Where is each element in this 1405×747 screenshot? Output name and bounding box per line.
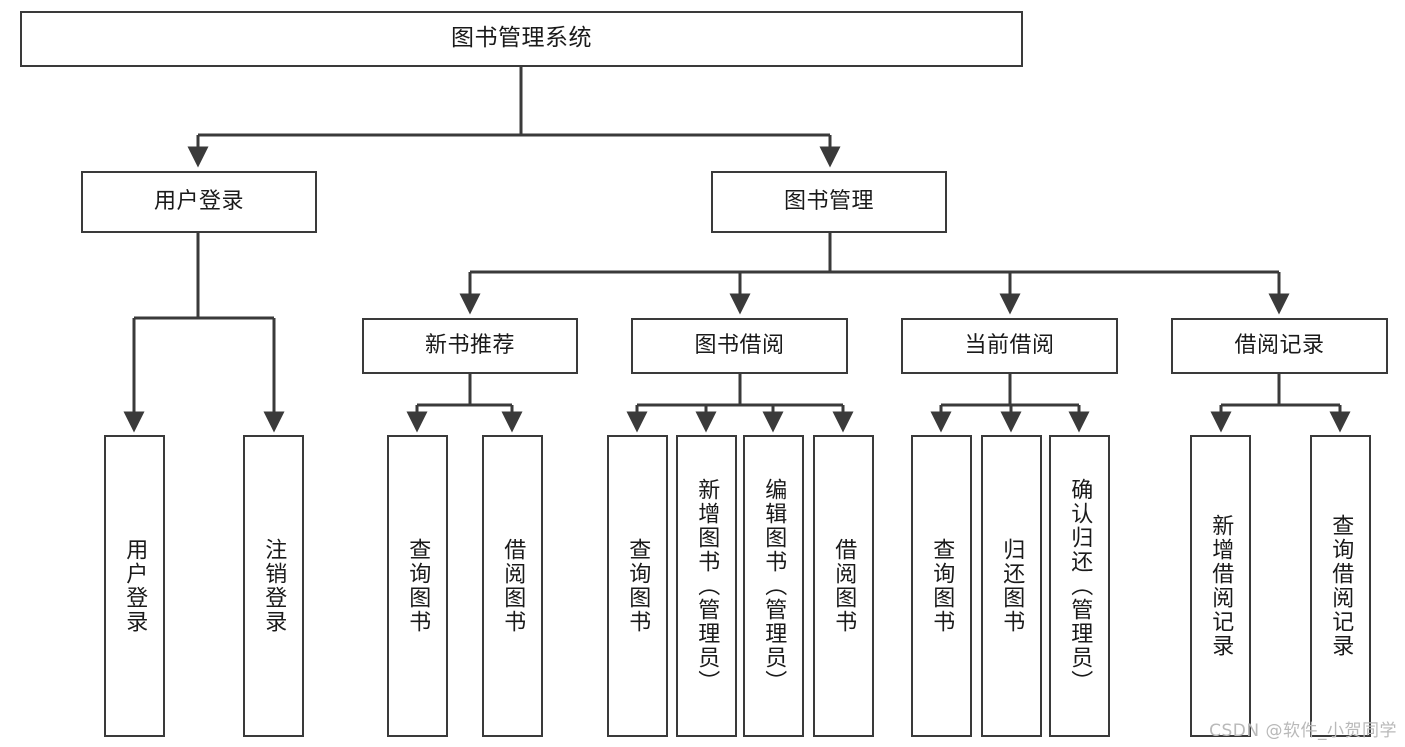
node-label: 查询图书: [625, 538, 651, 634]
node-current-borrow[interactable]: 当前借阅: [901, 318, 1118, 374]
node-label: 查询图书: [405, 538, 431, 634]
leaf-add-borrow-record[interactable]: 新增借阅记录: [1190, 435, 1251, 737]
node-label: 借阅图书: [831, 538, 857, 634]
node-new-book-recommend[interactable]: 新书推荐: [362, 318, 578, 374]
node-root-system[interactable]: 图书管理系统: [20, 11, 1023, 67]
node-label: 确认归还（管理员）: [1067, 478, 1093, 694]
node-label: 查询图书: [929, 538, 955, 634]
leaf-return-book[interactable]: 归还图书: [981, 435, 1042, 737]
node-label: 新增借阅记录: [1208, 514, 1234, 658]
node-label: 新书推荐: [424, 333, 515, 359]
node-borrow-record[interactable]: 借阅记录: [1171, 318, 1388, 374]
watermark-text: CSDN @软件_小贺同学: [1209, 721, 1397, 741]
node-label: 归还图书: [999, 538, 1025, 634]
node-user-login[interactable]: 用户登录: [81, 171, 317, 233]
node-label: 用户登录: [122, 538, 148, 634]
leaf-query-book-borrow[interactable]: 查询图书: [607, 435, 668, 737]
leaf-query-book-recommend[interactable]: 查询图书: [387, 435, 448, 737]
node-label: 编辑图书（管理员）: [761, 478, 787, 694]
node-label: 图书借阅: [694, 333, 785, 359]
leaf-add-book-admin[interactable]: 新增图书（管理员）: [676, 435, 737, 737]
node-book-borrow[interactable]: 图书借阅: [631, 318, 848, 374]
node-label: 借阅记录: [1234, 333, 1325, 359]
leaf-query-book-current[interactable]: 查询图书: [911, 435, 972, 737]
node-label: 注销登录: [261, 538, 287, 634]
leaf-confirm-return-admin[interactable]: 确认归还（管理员）: [1049, 435, 1110, 737]
leaf-borrow-book-recommend[interactable]: 借阅图书: [482, 435, 543, 737]
node-label: 查询借阅记录: [1328, 514, 1354, 658]
node-label: 当前借阅: [964, 333, 1055, 359]
leaf-edit-book-admin[interactable]: 编辑图书（管理员）: [743, 435, 804, 737]
leaf-borrow-book[interactable]: 借阅图书: [813, 435, 874, 737]
node-label: 图书管理: [783, 189, 874, 215]
node-label: 借阅图书: [500, 538, 526, 634]
leaf-query-borrow-record[interactable]: 查询借阅记录: [1310, 435, 1371, 737]
node-label: 新增图书（管理员）: [694, 478, 720, 694]
leaf-user-login[interactable]: 用户登录: [104, 435, 165, 737]
node-label: 用户登录: [153, 189, 244, 215]
node-book-management[interactable]: 图书管理: [711, 171, 947, 233]
leaf-logout[interactable]: 注销登录: [243, 435, 304, 737]
node-label: 图书管理系统: [451, 25, 592, 52]
